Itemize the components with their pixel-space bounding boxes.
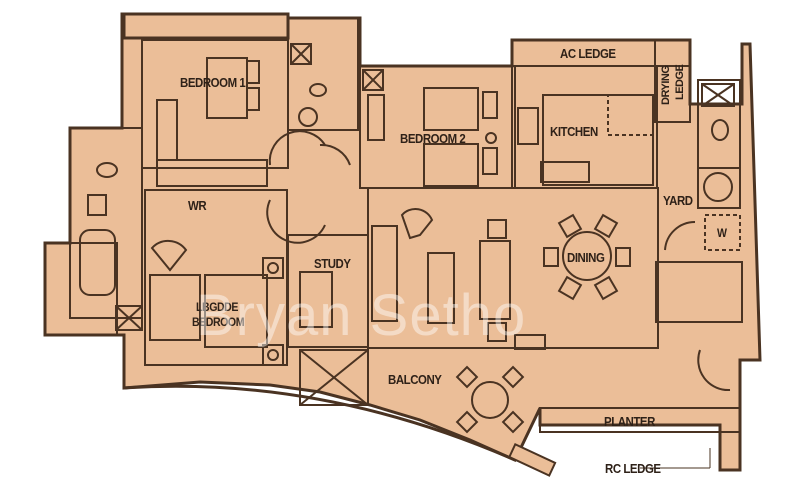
room-label-drying-ledge-2: LEDGE [674, 64, 686, 100]
room-label-kitchen: KITCHEN [550, 124, 598, 139]
room-label-drying-ledge-1: DRYING [660, 65, 672, 105]
room-label-balcony: BALCONY [388, 372, 442, 387]
yard-sink [655, 261, 743, 323]
bath1-walls [287, 17, 359, 131]
room-label-master-2: BEDROOM [192, 315, 245, 329]
room-label-ac-ledge: AC LEDGE [560, 46, 616, 61]
dining-table [562, 231, 612, 281]
left-bath-walls [69, 127, 143, 319]
planter [539, 407, 741, 433]
living-walls [367, 187, 659, 349]
room-label-bedroom2: BEDROOM 2 [400, 131, 466, 146]
room-label-dining: DINING [567, 250, 605, 265]
room-label-yard: YARD [663, 193, 693, 208]
balcony-table [471, 381, 509, 419]
room-label-study: STUDY [314, 256, 351, 271]
unit-outline [43, 12, 762, 472]
room-label-wr: WR [188, 198, 207, 213]
room-label-planter: PLANTER [604, 414, 655, 429]
room-label-master-1: LBGDDE [196, 300, 238, 314]
room-label-rc-ledge: RC LEDGE [605, 461, 661, 476]
room-label-washer: W [717, 226, 727, 240]
room-label-bedroom1: BEDROOM 1 [180, 75, 246, 90]
